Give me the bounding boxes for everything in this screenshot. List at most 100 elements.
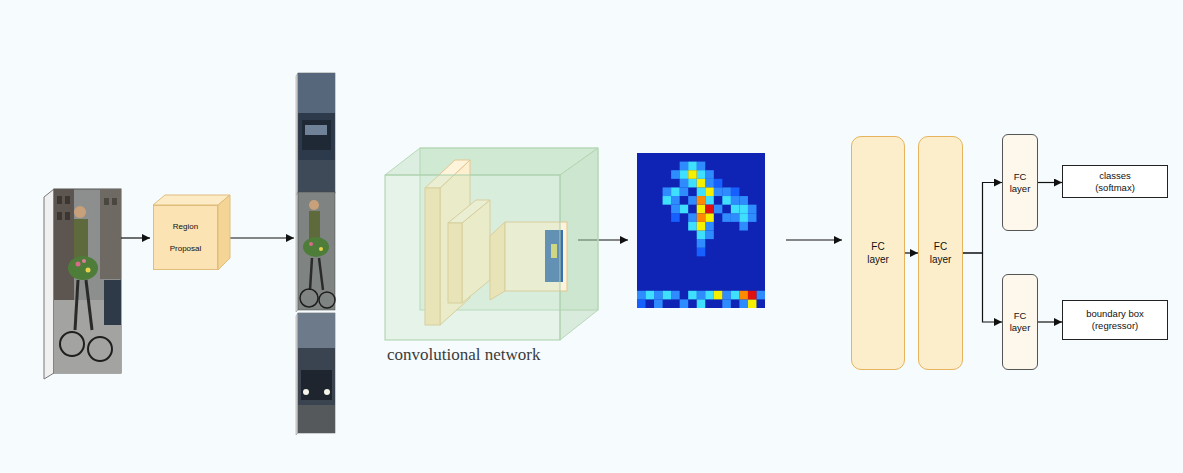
node-label: boundary box (regressor): [1082, 308, 1148, 332]
input-photo: [68, 256, 98, 280]
feature-heatmap: [705, 187, 714, 196]
region-crop: [309, 200, 319, 210]
feature-heatmap: [697, 213, 706, 222]
fc-layer: FC layer: [851, 136, 905, 370]
node-label: Region Proposal: [166, 216, 206, 260]
region-crop: [319, 292, 335, 308]
input-photo: [65, 212, 70, 220]
feature-heatmap: [637, 291, 646, 300]
feature-heatmap: [697, 179, 706, 188]
region-crop: [309, 211, 320, 239]
feature-heatmap: [663, 187, 672, 196]
fc-layer: FC layer: [1002, 134, 1038, 231]
feature-heatmap: [748, 205, 757, 214]
conv-network-box: convolutional network: [385, 148, 599, 365]
feature-heatmap: [705, 179, 714, 188]
feature-heatmap: [748, 213, 757, 222]
feature-heatmap: [688, 291, 697, 300]
input-photo: [57, 196, 62, 204]
feature-heatmap: [680, 162, 689, 171]
feature-heatmap: [722, 213, 731, 222]
connector-arrow: [963, 253, 1002, 322]
feature-heatmap: [637, 153, 765, 308]
region-crop: [296, 313, 335, 435]
feature-heatmap: [714, 205, 723, 214]
feature-heatmap: [731, 196, 740, 205]
input-photo: [112, 198, 117, 205]
connector-arrow: [1038, 182, 1062, 183]
input-photo: [44, 189, 121, 379]
feature-heatmap: [697, 231, 706, 240]
feature-heatmap: [731, 213, 740, 222]
node-label: convolutional network: [387, 345, 599, 365]
feature-heatmap: [697, 187, 706, 196]
feature-heatmap: [654, 291, 663, 300]
feature-heatmap: [671, 170, 680, 179]
feature-heatmap: [697, 291, 706, 300]
input-photo: [76, 262, 81, 267]
feature-heatmap: [688, 196, 697, 205]
feature-heatmap: [731, 187, 740, 196]
feature-heatmap: [697, 222, 706, 231]
feature-heatmap: [739, 291, 748, 300]
feature-heatmap: [722, 299, 731, 308]
input-photo: [82, 259, 86, 263]
connector-arrow: [1038, 321, 1062, 322]
cube-faces: [218, 195, 230, 270]
feature-heatmap: [688, 170, 697, 179]
output-box: boundary box (regressor): [1062, 300, 1168, 340]
feature-heatmap: [714, 291, 723, 300]
feature-heatmap: [680, 187, 689, 196]
feature-heatmap: [731, 291, 740, 300]
input-photo: [54, 189, 121, 373]
feature-heatmap: [739, 205, 748, 214]
region-crop: [298, 405, 335, 433]
region-crop: [303, 237, 329, 257]
region-crop: [298, 313, 335, 348]
region-crop: [298, 192, 335, 310]
feature-heatmap: [680, 179, 689, 188]
feature-heatmap: [688, 179, 697, 188]
feature-heatmap: [705, 231, 714, 240]
feature-heatmap: [637, 299, 646, 308]
feature-heatmap: [714, 187, 723, 196]
feature-heatmap: [688, 222, 697, 231]
feature-heatmap: [654, 299, 663, 308]
flow-arrow: [121, 237, 150, 238]
region-crop: [296, 73, 298, 195]
feature-heatmap: [722, 187, 731, 196]
input-photo: [104, 280, 121, 325]
region-crop: [298, 73, 335, 113]
cube-faces: [153, 195, 230, 205]
input-photo: [44, 189, 54, 379]
region-crop: [296, 192, 335, 312]
feature-heatmap: [739, 299, 748, 308]
input-photo: [100, 189, 121, 279]
region-crop: [319, 258, 323, 290]
feature-heatmap: [705, 170, 714, 179]
node-label: classes (softmax): [1082, 170, 1148, 194]
feature-heatmap: [705, 222, 714, 231]
connector-arrow: [905, 252, 918, 253]
feature-heatmap: [671, 291, 680, 300]
flow-arrow: [786, 239, 842, 240]
region-crop: [300, 289, 318, 307]
feature-heatmap: [671, 196, 680, 205]
feature-heatmap: [705, 205, 714, 214]
feature-heatmap: [637, 179, 739, 308]
feature-heatmap: [671, 187, 680, 196]
feature-heatmap: [688, 170, 756, 308]
input-photo: [75, 280, 78, 330]
conv-network-drawing: [385, 175, 560, 340]
feature-heatmap: [697, 196, 706, 205]
connector-arrow: [963, 183, 1002, 254]
feature-heatmap: [680, 170, 689, 179]
feature-heatmap: [705, 291, 714, 300]
region-crop: [303, 389, 309, 395]
region-crop: [301, 370, 332, 400]
input-photo: [86, 280, 92, 330]
region-crop: [305, 125, 327, 135]
input-photo: [74, 219, 88, 259]
feature-heatmap: [697, 239, 706, 248]
feature-heatmap: [688, 213, 697, 222]
